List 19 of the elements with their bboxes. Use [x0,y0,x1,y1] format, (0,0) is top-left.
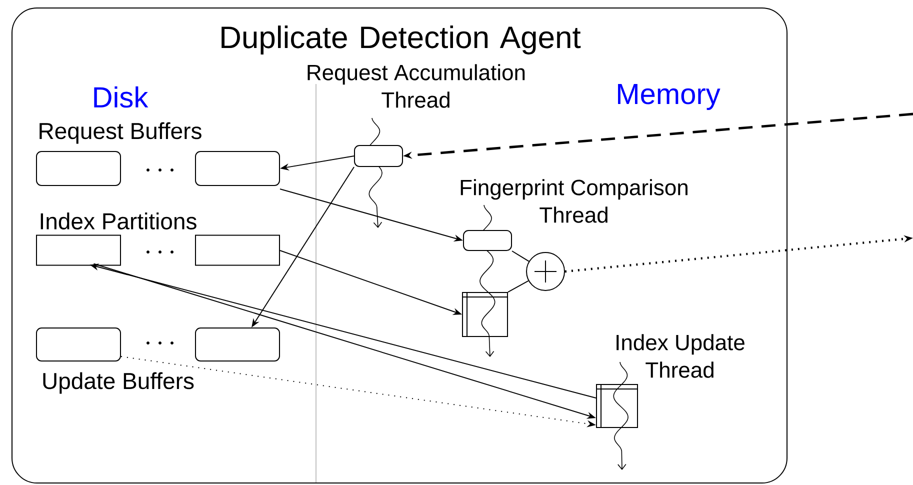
group-label: Update Buffers [43,372,194,394]
group-label: Index Partitions [40,212,196,230]
buffer-box [36,328,121,362]
section-label: Disk [94,86,148,108]
plus-circle [526,252,565,291]
queue-box [462,292,508,338]
buffer-box [195,151,280,186]
index-partition-cylinder [36,234,121,266]
node-label: Index Update Thread [616,334,744,378]
group-label: Request Buffers [40,122,202,144]
buffer-box: Fingerprint Comparison Thread [460,179,688,251]
buffer-box: Request Accumulation Thread [308,64,525,167]
node-label: Request Accumulation Thread [308,64,525,108]
buffer-box [36,151,121,186]
queue-box: Index Update Thread [596,334,744,428]
buffer-box [195,328,280,362]
node-label: Fingerprint Comparison Thread [460,179,688,223]
index-partition-cylinder [195,234,280,266]
section-label: Memory [618,84,720,110]
